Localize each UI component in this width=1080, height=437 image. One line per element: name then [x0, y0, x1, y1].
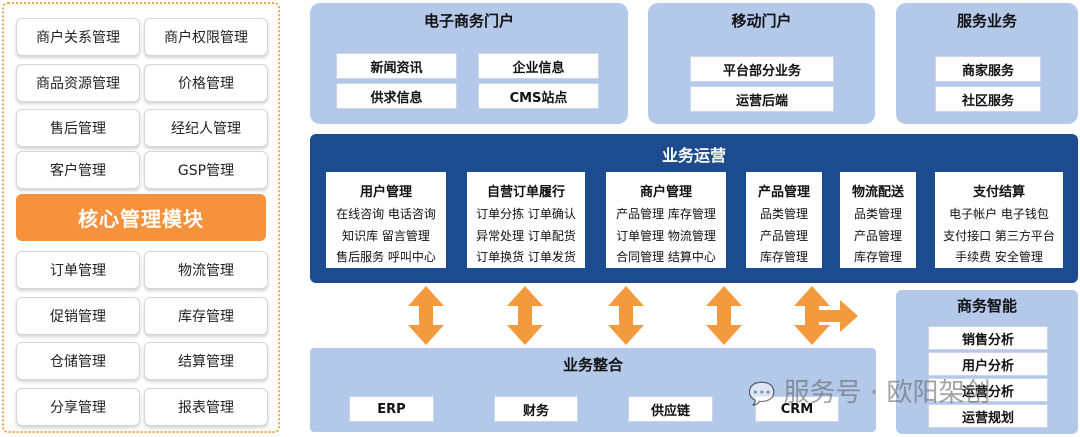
portal-item-news[interactable]: 新闻资讯: [336, 53, 457, 79]
ops-col-line: 订单分拣 订单确认: [476, 207, 576, 221]
bi-item-ops-analysis[interactable]: 运营分析: [928, 378, 1048, 402]
business-integration-panel: 业务整合 ERP 财务 供应链 CRM: [310, 348, 876, 432]
integration-item-supply-chain[interactable]: 供应链: [628, 396, 713, 422]
integration-item-crm[interactable]: CRM: [755, 396, 839, 422]
module-inventory[interactable]: 库存管理: [144, 297, 268, 335]
ops-col-line: 库存管理: [759, 250, 808, 264]
module-gsp[interactable]: GSP管理: [144, 151, 268, 189]
watermark-text: 服务号 · 欧阳架创: [783, 378, 991, 408]
ops-col-line: 产品管理: [759, 229, 808, 243]
business-operations-title: 业务运营: [661, 146, 726, 165]
mobile-portal-panel: 移动门户 平台部分业务 运营后端: [648, 3, 875, 124]
service-item-community[interactable]: 社区服务: [935, 86, 1041, 112]
module-promotion[interactable]: 促销管理: [16, 297, 140, 335]
ecommerce-portal-panel: 电子商务门户 新闻资讯 企业信息 供求信息 CMS站点: [310, 3, 628, 124]
service-item-merchant[interactable]: 商家服务: [935, 56, 1041, 82]
watermark: 💬 服务号 · 欧阳架创: [748, 372, 990, 409]
ops-col-self-order-fulfillment: 自营订单履行 订单分拣 订单确认 异常处理 订单配货 订单换货 订单发货: [467, 172, 585, 268]
portal-item-company-info[interactable]: 企业信息: [478, 53, 599, 79]
module-share[interactable]: 分享管理: [16, 388, 140, 426]
module-customer[interactable]: 客户管理: [16, 151, 140, 189]
module-logistics[interactable]: 物流管理: [144, 251, 268, 289]
portal-item-supply-demand[interactable]: 供求信息: [336, 83, 457, 109]
ops-col-line: 产品管理 库存管理: [616, 207, 716, 221]
module-broker[interactable]: 经纪人管理: [144, 109, 268, 147]
business-operations-panel: 业务运营 用户管理 在线咨询 电话咨询 知识库 留言管理 售后服务 呼叫中心 自…: [310, 134, 1078, 283]
integration-item-erp[interactable]: ERP: [349, 396, 434, 422]
module-after-sales[interactable]: 售后管理: [16, 109, 140, 147]
double-arrow-icon: [507, 286, 543, 345]
bi-item-sales-analysis[interactable]: 销售分析: [928, 326, 1048, 350]
mobile-item-ops-backend[interactable]: 运营后端: [690, 86, 834, 112]
ops-col-line: 库存管理: [853, 250, 902, 264]
ops-col-product-management: 产品管理 品类管理 产品管理 库存管理: [746, 172, 822, 268]
ops-col-line: 知识库 留言管理: [342, 229, 430, 243]
module-product-resources[interactable]: 商品资源管理: [16, 64, 140, 102]
mobile-item-platform-business[interactable]: 平台部分业务: [690, 56, 834, 82]
ops-col-title: 自营订单履行: [486, 185, 565, 200]
ops-col-line: 售后服务 呼叫中心: [336, 250, 436, 264]
ops-col-title: 支付结算: [972, 185, 1025, 200]
module-report[interactable]: 报表管理: [144, 388, 268, 426]
ops-col-title: 产品管理: [757, 185, 810, 200]
core-module-title: 核心管理模块: [16, 194, 266, 241]
ecommerce-portal-title: 电子商务门户: [423, 12, 514, 30]
module-price[interactable]: 价格管理: [144, 64, 268, 102]
business-integration-title: 业务整合: [562, 356, 623, 374]
module-merchant-permissions[interactable]: 商户权限管理: [144, 18, 268, 56]
service-business-panel: 服务业务 商家服务 社区服务: [896, 3, 1078, 124]
bi-item-user-analysis[interactable]: 用户分析: [928, 352, 1048, 376]
ops-col-line: 合同管理 结算中心: [616, 250, 716, 264]
module-order[interactable]: 订单管理: [16, 251, 140, 289]
service-business-title: 服务业务: [956, 12, 1017, 30]
portal-item-cms-site[interactable]: CMS站点: [478, 83, 599, 109]
ops-col-line: 品类管理: [759, 207, 808, 221]
ops-col-merchant-management: 商户管理 产品管理 库存管理 订单管理 物流管理 合同管理 结算中心: [606, 172, 726, 268]
ops-col-title: 商户管理: [639, 185, 692, 200]
chat-bubble-icon: 💬: [748, 382, 776, 407]
ops-col-line: 订单管理 物流管理: [616, 229, 716, 243]
module-settlement[interactable]: 结算管理: [144, 342, 268, 380]
ops-col-payment-settlement: 支付结算 电子帐户 电子钱包 支付接口 第三方平台 手续费 安全管理: [935, 172, 1063, 268]
ops-col-title: 用户管理: [359, 185, 412, 200]
ops-col-line: 异常处理 订单配货: [476, 229, 576, 243]
module-warehouse[interactable]: 仓储管理: [16, 342, 140, 380]
ops-col-title: 物流配送: [851, 185, 904, 200]
business-intelligence-title: 商务智能: [956, 297, 1017, 315]
ops-col-line: 订单换货 订单发货: [476, 250, 576, 264]
integration-item-finance[interactable]: 财务: [494, 396, 578, 422]
double-arrow-icon: [706, 286, 742, 345]
business-intelligence-panel: 商务智能 销售分析 用户分析 运营分析 运营规划: [896, 290, 1078, 434]
branch-arrow-icon: [794, 286, 858, 345]
ops-col-user-management: 用户管理 在线咨询 电话咨询 知识库 留言管理 售后服务 呼叫中心: [326, 172, 446, 268]
mobile-portal-title: 移动门户: [731, 12, 792, 30]
double-arrow-icon: [408, 286, 444, 345]
ops-col-line: 产品管理: [853, 229, 902, 243]
bi-item-ops-planning[interactable]: 运营规划: [928, 404, 1048, 428]
ops-col-line: 在线咨询 电话咨询: [336, 207, 436, 221]
ops-col-line: 支付接口 第三方平台: [943, 229, 1055, 243]
core-module-panel: [2, 2, 280, 433]
ops-col-line: 品类管理: [853, 207, 902, 221]
double-arrow-icon: [608, 286, 644, 345]
module-merchant-relations[interactable]: 商户关系管理: [16, 18, 140, 56]
ops-col-line: 电子帐户 电子钱包: [949, 207, 1049, 221]
ops-col-logistics-delivery: 物流配送 品类管理 产品管理 库存管理: [840, 172, 916, 268]
ops-col-line: 手续费 安全管理: [955, 250, 1043, 264]
